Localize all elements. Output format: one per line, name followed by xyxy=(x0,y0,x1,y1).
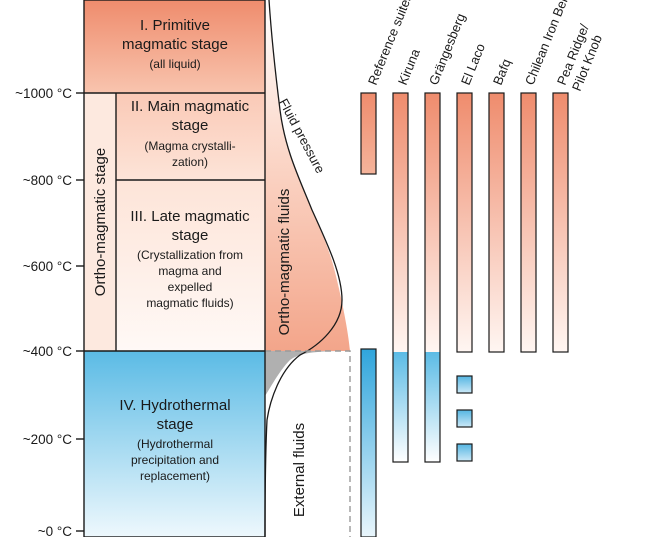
bar-reference-magmatic xyxy=(360,92,377,175)
column-headers: Reference suites Kiruna Grängesberg El L… xyxy=(365,0,605,93)
stage-primitive-box xyxy=(84,0,265,93)
stage-main-title-2: stage xyxy=(172,117,209,134)
temp-label-600: ~600 °C xyxy=(23,259,73,274)
column-header-el-laco: El Laco xyxy=(458,41,488,87)
stage-primitive-title-1: I. Primitive xyxy=(140,17,210,34)
stage-late-note-2: magma and xyxy=(158,264,221,278)
bar-bafq xyxy=(488,92,505,353)
temp-label-0: ~0 °C xyxy=(38,524,73,537)
stage-main-note-2: zation) xyxy=(172,155,208,169)
stage-main-note-1: (Magma crystalli- xyxy=(144,139,235,153)
bar-grangesberg-hydrothermal xyxy=(425,352,440,462)
column-header-kiruna: Kiruna xyxy=(395,46,423,87)
stage-hydrothermal-box xyxy=(84,351,265,537)
temp-label-400: ~400 °C xyxy=(23,344,73,359)
temp-label-200: ~200 °C xyxy=(23,432,73,447)
fluid-pressure-curve xyxy=(264,0,343,537)
ortho-magmatic-stage-label: Ortho-magmatic stage xyxy=(92,148,109,296)
stage-late-box xyxy=(116,180,265,351)
temperature-axis: ~1000 °C ~800 °C ~600 °C ~400 °C ~200 °C… xyxy=(15,86,72,537)
bar-el-laco-magmatic xyxy=(456,92,473,353)
ortho-magmatic-fluids-label: Ortho-magmatic fluids xyxy=(276,189,293,336)
stage-outlines xyxy=(83,0,266,537)
external-fluids-label: External fluids xyxy=(291,423,308,517)
ortho-magmatic-fluid-area xyxy=(265,0,350,351)
bar-kiruna-outline xyxy=(392,92,409,463)
bar-reference-hydrothermal xyxy=(360,348,377,537)
stage-late-title-1: III. Late magmatic xyxy=(130,208,250,225)
external-fluid-boundary xyxy=(265,350,351,537)
stage-primitive-note-1: (all liquid) xyxy=(149,57,200,71)
bar-pea-ridge xyxy=(552,92,569,353)
bar-kiruna-hydrothermal xyxy=(393,352,408,462)
bar-kiruna-magmatic xyxy=(393,93,408,352)
bar-el-laco-hydro-1 xyxy=(456,375,473,394)
stage-late-note-1: (Crystallization from xyxy=(137,248,243,262)
column-header-bafq: Bafq xyxy=(490,57,514,87)
stage-hydro-note-1: (Hydrothermal xyxy=(137,437,213,451)
stage-hydro-title-1: IV. Hydrothermal xyxy=(119,397,230,414)
fluid-transition-wedge xyxy=(265,351,350,396)
stage-late-title-2: stage xyxy=(172,227,209,244)
temperature-ticks xyxy=(76,92,84,532)
stage-ortho-side-box xyxy=(84,93,116,351)
bar-el-laco-hydro-3 xyxy=(456,443,473,462)
stage-hydro-note-3: replacement) xyxy=(140,469,210,483)
stage-hydro-note-2: precipitation and xyxy=(131,453,219,467)
temp-label-800: ~800 °C xyxy=(23,173,73,188)
bar-grangesberg-magmatic xyxy=(425,93,440,352)
bar-el-laco-hydro-2 xyxy=(456,409,473,428)
temp-label-1000: ~1000 °C xyxy=(15,86,72,101)
stage-hydro-title-2: stage xyxy=(157,416,194,433)
stage-main-title-1: II. Main magmatic xyxy=(131,98,250,115)
stage-main-box xyxy=(116,93,265,180)
stage-late-note-4: magmatic fluids) xyxy=(146,296,233,310)
bar-chilean-iron-belt xyxy=(520,92,537,353)
stage-primitive-title-2: magmatic stage xyxy=(122,36,228,53)
stage-late-note-3: expelled xyxy=(168,280,213,294)
bar-grangesberg-outline xyxy=(424,92,441,463)
